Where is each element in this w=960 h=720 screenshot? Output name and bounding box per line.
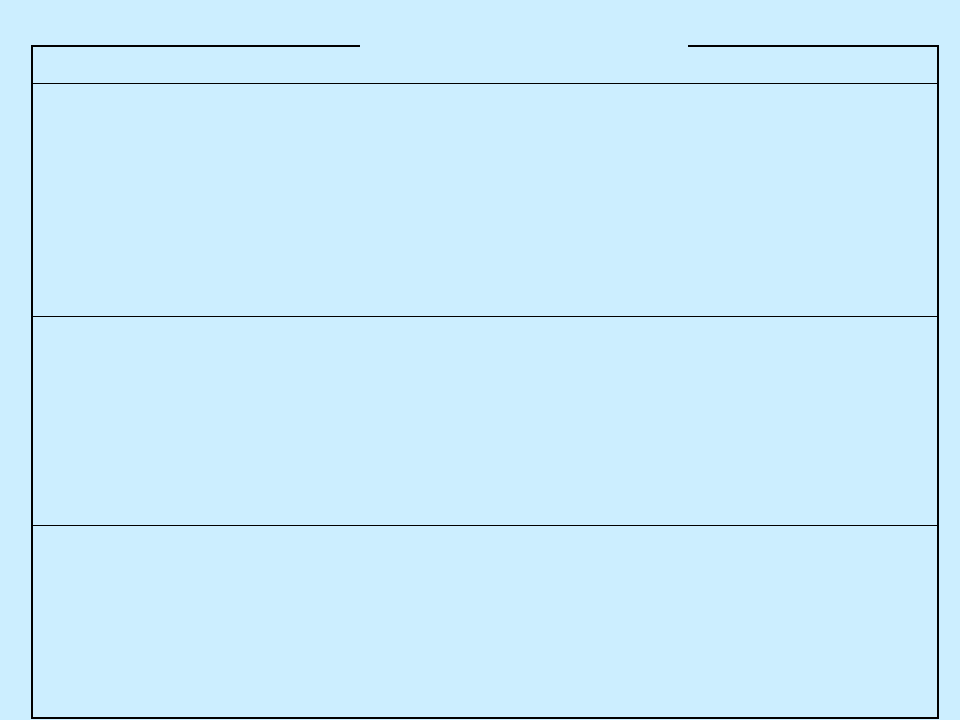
frame-top-border-right — [688, 45, 937, 47]
panel-section-3 — [33, 526, 937, 717]
main-frame — [31, 45, 939, 719]
panel-section-2 — [33, 317, 937, 526]
panel-section-1 — [33, 84, 937, 317]
header-row — [33, 45, 937, 84]
frame-top-border-left — [31, 45, 360, 47]
